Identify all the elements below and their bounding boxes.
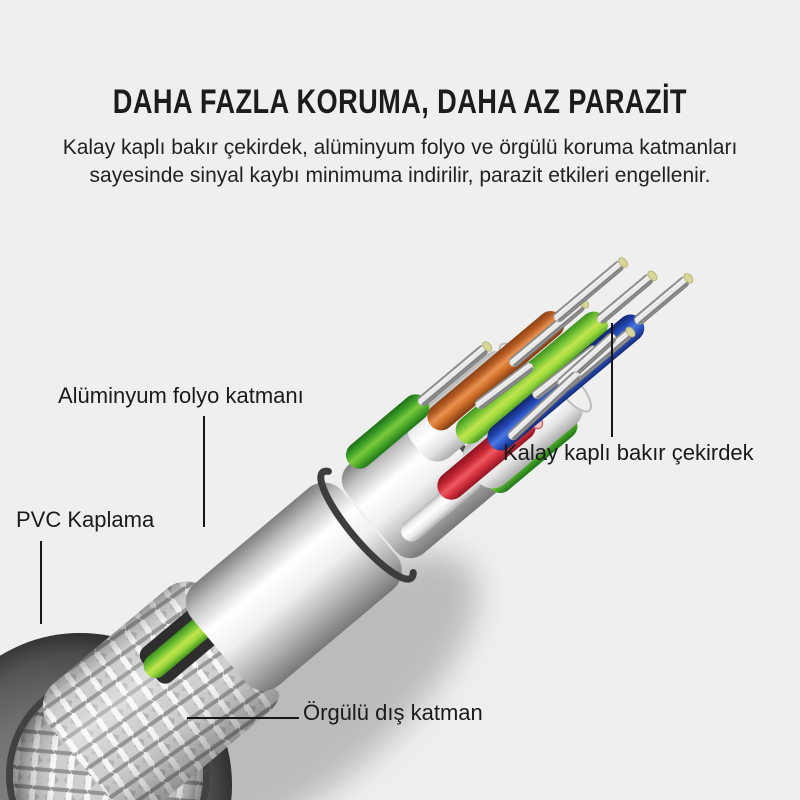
- pointer-line-aluminum-foil: [203, 416, 205, 527]
- label-braided-outer-layer: Örgülü dış katman: [303, 700, 483, 725]
- pointer-line-pvc-jacket: [40, 541, 42, 624]
- page-subtitle: Kalay kaplı bakır çekirdek, alüminyum fo…: [0, 134, 800, 190]
- tinned-copper-strands: [417, 257, 694, 441]
- page-title: DAHA FAZLA KORUMA, DAHA AZ PARAZİT: [112, 82, 688, 121]
- subtitle-line-2: sayesinde sinyal kaybı minimuma indirili…: [89, 164, 711, 187]
- label-tinned-copper-core: Kalay kaplı bakır çekirdek: [503, 440, 754, 465]
- label-pvc-jacket: PVC Kaplama: [16, 507, 155, 532]
- label-aluminum-foil-layer: Alüminyum folyo katmanı: [58, 383, 304, 408]
- pointer-line-tinned-copper-core: [611, 323, 613, 437]
- foil-curl-edge: [317, 467, 417, 583]
- subtitle-line-1: Kalay kaplı bakır çekirdek, alüminyum fo…: [62, 136, 738, 159]
- pointer-line-braided-outer-layer: [187, 717, 299, 719]
